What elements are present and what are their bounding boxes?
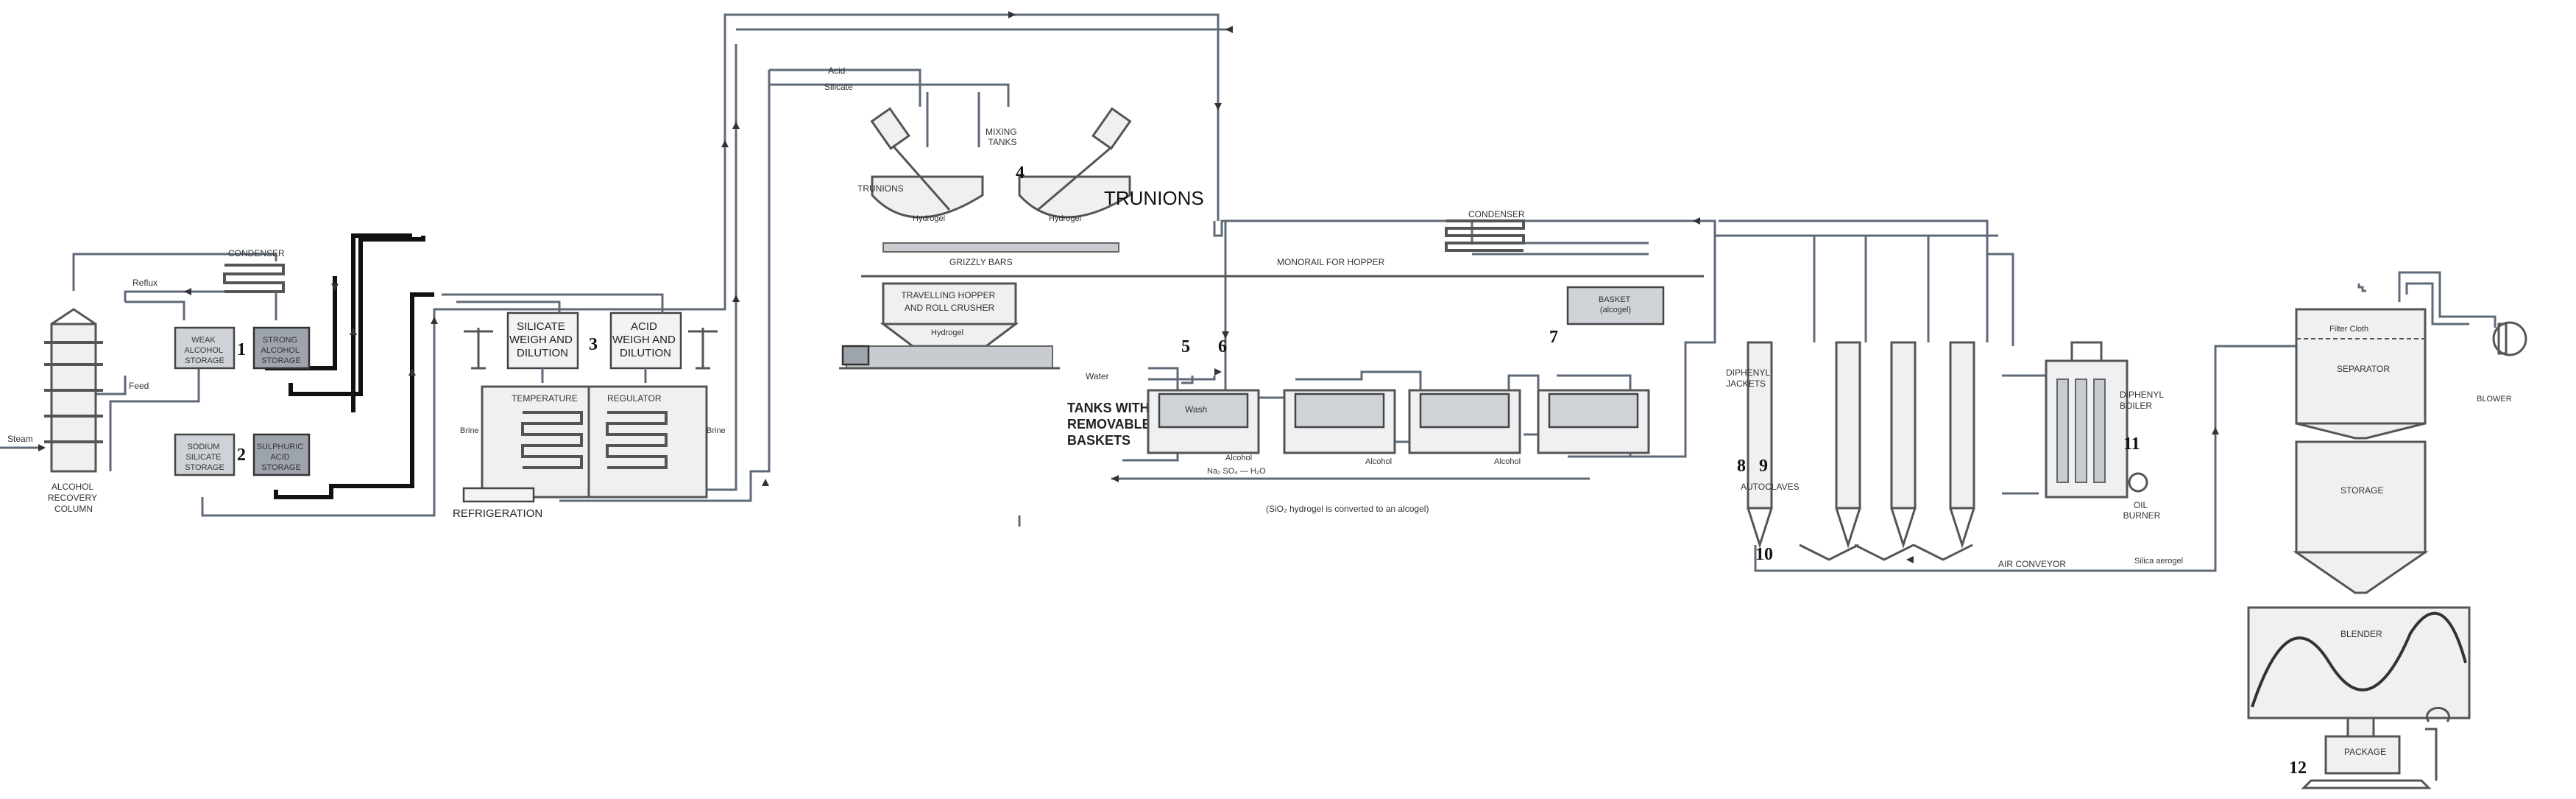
travelling-hopper: TRAVELLING HOPPER AND ROLL CRUSHER Hydro… <box>839 282 1060 370</box>
diphenyl-boiler-label: DIPHENYL BOILER <box>2120 390 2166 411</box>
diphenyl-jackets-label: DIPHENYL JACKETS <box>1726 367 1772 389</box>
silicate-weigh-label: SILICATE WEIGH AND DILUTION <box>509 320 576 359</box>
storage-tanks: WEAK ALCOHOL STORAGE STRONG ALCOHOL STOR… <box>174 326 311 476</box>
hydrogel-crusher-label: Hydrogel <box>931 328 963 337</box>
flow-arrows <box>331 11 2219 563</box>
step-number-10: 10 <box>1755 545 1773 564</box>
alcohol-recovery-column: Steam ALCOHOL RECOVERY COLUMN <box>0 308 103 514</box>
sulphuric-acid-storage-label: SULPHURIC ACID STORAGE <box>257 443 306 472</box>
trunions-big-label: TRUNIONS <box>1104 187 1204 209</box>
na2so4-label: Na₂ SO₄ — H₂O <box>1207 467 1266 476</box>
strong-alcohol-storage-label: STRONG ALCOHOL STORAGE <box>261 336 301 365</box>
alcohol-label-2: Alcohol <box>1365 457 1392 466</box>
brine-left-label: Brine <box>460 426 479 435</box>
step-number-11: 11 <box>2123 434 2140 454</box>
sodium-silicate-storage-label: SODIUM SILICATE STORAGE <box>185 443 224 472</box>
step-number-3: 3 <box>589 335 598 354</box>
refrigeration-label: REFRIGERATION <box>453 507 542 520</box>
filter-cloth-label: Filter Cloth <box>2329 325 2368 334</box>
step-number-6: 6 <box>1218 337 1227 356</box>
step-number-4: 4 <box>1016 163 1025 183</box>
step-number-2: 2 <box>237 446 246 465</box>
mixing-tanks: Acid Silicate MIXING TANKS Hydrogel Hydr… <box>824 66 1204 267</box>
wash-label: Wash <box>1185 404 1207 415</box>
monorail: MONORAIL FOR HOPPER <box>861 257 1704 278</box>
weak-alcohol-storage-label: WEAK ALCOHOL STORAGE <box>184 336 224 365</box>
column-label: ALCOHOL RECOVERY COLUMN <box>48 482 99 514</box>
autoclaves-label: AUTOCLAVES <box>1741 482 1800 492</box>
condenser-right-label: CONDENSER <box>1468 209 1525 219</box>
step-number-1: 1 <box>237 340 246 359</box>
air-conveyor-label: AIR CONVEYOR <box>1998 559 2066 569</box>
monorail-label: MONORAIL FOR HOPPER <box>1277 257 1385 267</box>
separator-system: Filter Cloth SEPARATOR STORAGE BLOWER BL… <box>2247 308 2527 789</box>
grizzly-bars-label: GRIZZLY BARS <box>949 257 1013 267</box>
water-label: Water <box>1086 371 1109 381</box>
step-number-5: 5 <box>1181 337 1190 356</box>
condenser-left-label: CONDENSER <box>228 248 285 258</box>
feed-lines-bold <box>265 233 434 499</box>
package-label: PACKAGE <box>2344 747 2386 757</box>
condenser-right: CONDENSER BASKET (alcogel) 7 <box>1445 209 1665 347</box>
temperature-label: TEMPERATURE <box>512 393 578 404</box>
step-number-8: 8 <box>1737 457 1746 476</box>
mixing-tanks-label: MIXING TANKS <box>986 127 1019 147</box>
silica-aerogel-label: Silica aerogel <box>2134 557 2183 566</box>
regulator-label: REGULATOR <box>607 393 662 404</box>
blower-label: BLOWER <box>2477 395 2512 404</box>
conversion-note: (SiO₂ hydrogel is converted to an alcoge… <box>1266 504 1429 514</box>
brine-right-label: Brine <box>707 426 726 435</box>
alcohol-label-3: Alcohol <box>1494 457 1521 466</box>
hydrogel-right-label: Hydrogel <box>1049 214 1081 223</box>
travelling-hopper-label: TRAVELLING HOPPER AND ROLL CRUSHER <box>901 290 997 313</box>
weigh-and-dilution: SILICATE WEIGH AND DILUTION ACID WEIGH A… <box>442 293 726 520</box>
silicate-label: Silicate <box>824 82 853 92</box>
basket-label: BASKET (alcogel) <box>1599 295 1632 314</box>
acid-weigh-label: ACID WEIGH AND DILUTION <box>612 320 679 359</box>
blender-label: BLENDER <box>2340 629 2382 639</box>
step-number-9: 9 <box>1759 457 1768 476</box>
feed-label: Feed <box>129 381 149 391</box>
step-number-12: 12 <box>2289 758 2307 778</box>
hydrogel-left-label: Hydrogel <box>913 214 945 223</box>
trunions-small-label: TRUNIONS <box>857 183 904 194</box>
steam-label: Steam <box>7 434 33 444</box>
acid-label: Acid <box>828 66 845 76</box>
storage-label: STORAGE <box>2340 485 2383 496</box>
oil-burner-label: OIL BURNER <box>2123 500 2161 521</box>
reflux-label: Reflux <box>132 278 158 288</box>
condenser-left: CONDENSER Reflux Feed <box>124 248 285 391</box>
wash-tanks: Water TANKS WITH REMOVABLE BASKETS Wash … <box>1067 337 1650 514</box>
autoclaves: DIPHENYL JACKETS AUTOCLAVES 8 9 10 AIR C… <box>1726 341 2183 569</box>
separator-label: SEPARATOR <box>2337 364 2390 374</box>
tanks-with-baskets-label: TANKS WITH REMOVABLE BASKETS <box>1067 401 1155 448</box>
step-number-7: 7 <box>1549 328 1558 347</box>
alcohol-label-1: Alcohol <box>1225 454 1252 462</box>
diphenyl-boiler: DIPHENYL BOILER OIL BURNER 11 <box>2045 341 2166 521</box>
